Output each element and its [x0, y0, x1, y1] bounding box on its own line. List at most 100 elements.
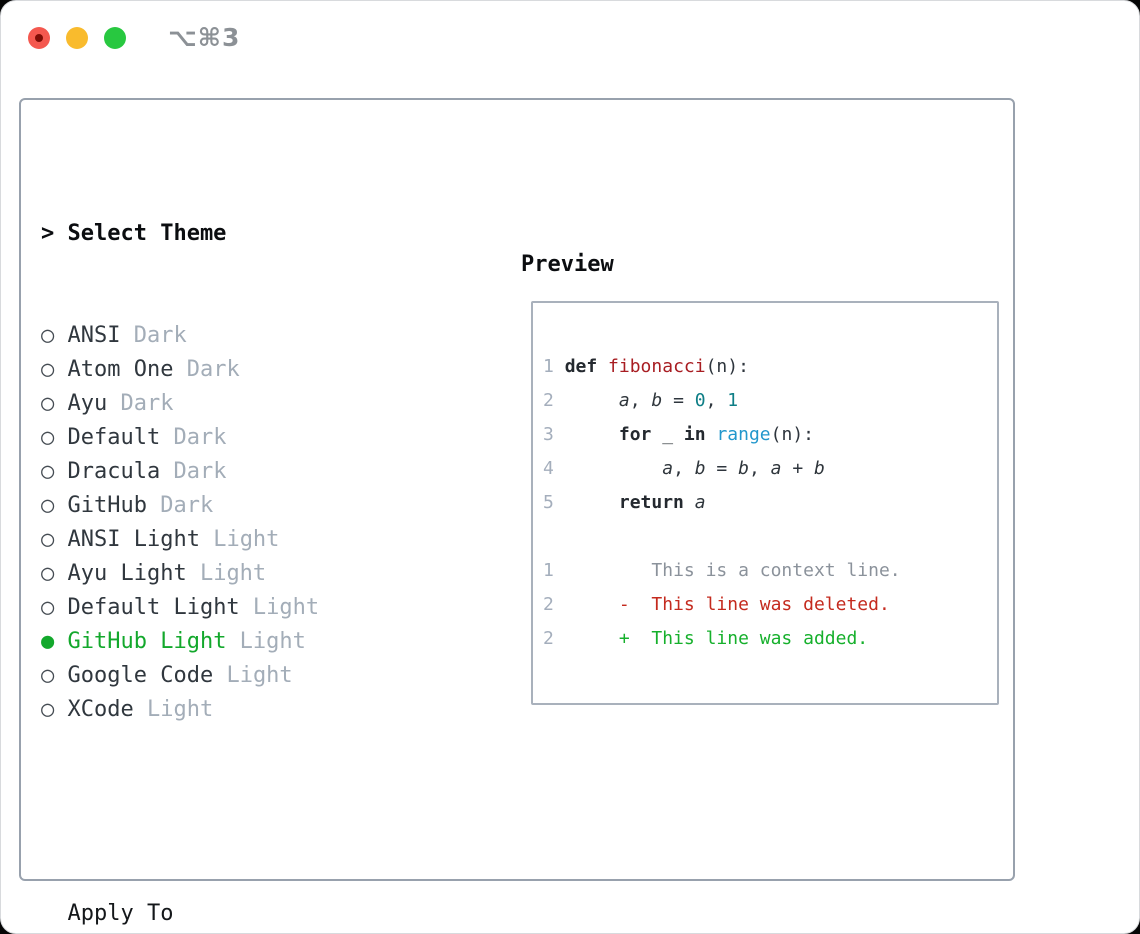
- code-segment: [673, 424, 684, 445]
- radio-icon: ○: [41, 391, 55, 416]
- theme-option-default[interactable]: ○ Default Dark: [41, 421, 412, 455]
- theme-name: GitHub Light: [54, 629, 227, 654]
- theme-picker-panel: > Select Theme ○ ANSI Dark○ Atom One Dar…: [19, 98, 1015, 926]
- code-segment: b: [694, 458, 706, 479]
- theme-option-atom-one[interactable]: ○ Atom One Dark: [41, 353, 412, 387]
- theme-variant: Light: [239, 595, 320, 620]
- theme-name: Ayu Light: [54, 561, 187, 586]
- line-number: 2: [543, 390, 554, 411]
- code-line: 2 + This line was added.: [543, 622, 901, 656]
- theme-variant: Light: [133, 697, 214, 722]
- radio-icon: ○: [41, 459, 55, 484]
- theme-picker-left-column: > Select Theme ○ ANSI Dark○ Atom One Dar…: [41, 149, 412, 933]
- code-segment: a: [662, 458, 674, 479]
- code-segment: a: [618, 390, 630, 411]
- code-line: 1 This is a context line.: [543, 554, 901, 588]
- code-line: [543, 520, 901, 554]
- code-line: 4 a, b = b, a + b: [543, 452, 901, 486]
- theme-name: ANSI: [54, 323, 121, 348]
- code-segment: ,: [748, 458, 771, 479]
- theme-list: ○ ANSI Dark○ Atom One Dark○ Ayu Dark○ De…: [41, 319, 412, 727]
- code-segment: (n):: [770, 424, 814, 445]
- code-segment: [684, 492, 695, 513]
- theme-name: XCode: [54, 697, 134, 722]
- line-number: 3: [543, 424, 554, 445]
- radio-icon: ○: [41, 595, 55, 620]
- theme-option-github-light[interactable]: ● GitHub Light Light: [41, 625, 412, 659]
- code-segment: [706, 424, 717, 445]
- theme-name: Atom One: [54, 357, 174, 382]
- spacer: [41, 795, 412, 829]
- code-segment: in: [683, 424, 706, 445]
- code-segment: ,: [705, 390, 728, 411]
- code-segment: 0: [694, 390, 706, 411]
- close-button-dot-icon: [35, 34, 43, 42]
- zoom-button[interactable]: [104, 27, 126, 49]
- code-segment: def: [564, 356, 598, 377]
- code-line: 1 def fibonacci(n):: [543, 350, 901, 384]
- code-segment: [554, 424, 619, 445]
- code-segment: [554, 356, 565, 377]
- theme-variant: Dark: [120, 323, 187, 348]
- theme-option-ansi-light[interactable]: ○ ANSI Light Light: [41, 523, 412, 557]
- theme-option-default-light[interactable]: ○ Default Light Light: [41, 591, 412, 625]
- close-button[interactable]: [28, 27, 50, 49]
- theme-option-xcode[interactable]: ○ XCode Light: [41, 693, 412, 727]
- code-segment: range: [716, 424, 771, 445]
- code-segment: a: [770, 458, 782, 479]
- theme-variant: Dark: [160, 459, 227, 484]
- radio-icon: ○: [41, 425, 55, 450]
- radio-selected-icon: ●: [41, 629, 55, 654]
- theme-option-ayu[interactable]: ○ Ayu Dark: [41, 387, 412, 421]
- theme-name: Ayu: [54, 391, 108, 416]
- title-bar: ⌥⌘3: [1, 1, 1139, 75]
- code-segment: +: [781, 458, 814, 479]
- code-segment: [651, 424, 662, 445]
- theme-option-github[interactable]: ○ GitHub Dark: [41, 489, 412, 523]
- code-segment: [554, 594, 619, 615]
- minimize-button[interactable]: [66, 27, 88, 49]
- window-title: ⌥⌘3: [168, 23, 241, 52]
- code-segment: a: [694, 492, 706, 513]
- code-segment: =: [662, 390, 695, 411]
- theme-option-google-code[interactable]: ○ Google Code Light: [41, 659, 412, 693]
- code-segment: [554, 390, 619, 411]
- select-theme-header: > Select Theme: [41, 221, 227, 246]
- code-segment: [554, 560, 652, 581]
- code-segment: [554, 628, 619, 649]
- radio-icon: ○: [41, 493, 55, 518]
- code-segment: (n):: [705, 356, 749, 377]
- code-segment: - This line was deleted.: [618, 594, 890, 615]
- code-line: 3 for _ in range(n):: [543, 418, 901, 452]
- code-line: 2 a, b = 0, 1: [543, 384, 901, 418]
- radio-icon: ○: [41, 323, 55, 348]
- code-line: 5 return a: [543, 486, 901, 520]
- theme-name: Default: [54, 425, 161, 450]
- code-segment: 1: [727, 390, 739, 411]
- line-number: 5: [543, 492, 554, 513]
- theme-option-dracula[interactable]: ○ Dracula Dark: [41, 455, 412, 489]
- code-segment: for: [618, 424, 652, 445]
- theme-name: GitHub: [54, 493, 147, 518]
- theme-variant: Light: [186, 561, 267, 586]
- theme-variant: Light: [226, 629, 306, 654]
- code-segment: [554, 492, 619, 513]
- code-segment: fibonacci: [608, 356, 706, 377]
- code-segment: ,: [629, 390, 652, 411]
- theme-name: ANSI Light: [54, 527, 200, 552]
- theme-option-ayu-light[interactable]: ○ Ayu Light Light: [41, 557, 412, 591]
- code-segment: ,: [673, 458, 695, 479]
- line-number: 1: [543, 356, 554, 377]
- code-line: 2 - This line was deleted.: [543, 588, 901, 622]
- code-segment: b: [738, 458, 749, 479]
- theme-variant: Light: [213, 663, 293, 688]
- code-segment: b: [814, 458, 825, 479]
- code-segment: =: [705, 458, 739, 479]
- radio-icon: ○: [41, 697, 55, 722]
- code-segment: [597, 356, 608, 377]
- theme-option-ansi[interactable]: ○ ANSI Dark: [41, 319, 412, 353]
- preview-header: Preview: [521, 252, 614, 277]
- apply-to-label: Apply To: [67, 901, 174, 926]
